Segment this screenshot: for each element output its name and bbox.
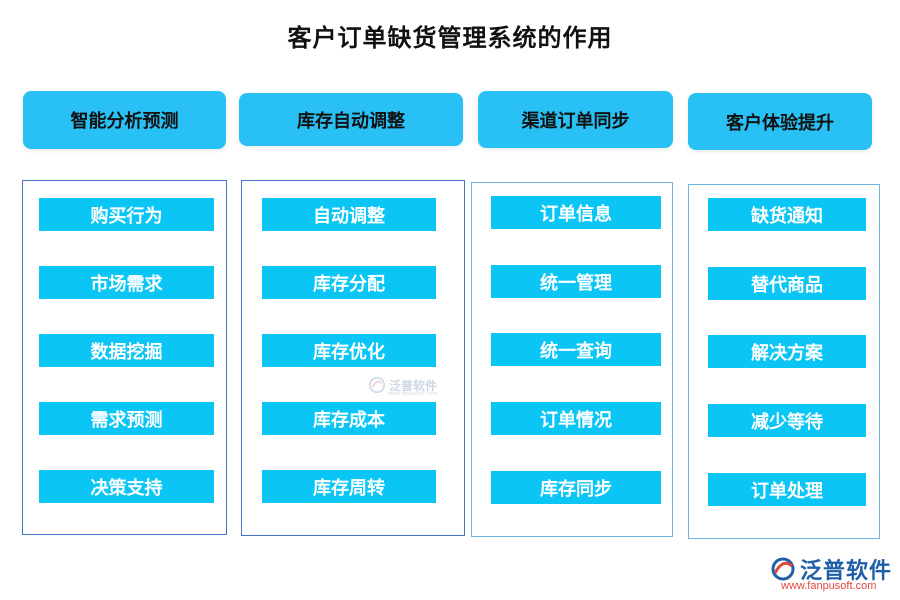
watermark-logo-icon: [368, 376, 386, 394]
item-demand-forecast: 需求预测: [39, 402, 214, 435]
item-decision-support: 决策支持: [39, 470, 214, 503]
brand-logo-icon: [771, 557, 795, 581]
item-reduce-waiting: 减少等待: [708, 404, 866, 437]
item-inventory-allocation: 库存分配: [262, 266, 436, 299]
header-channel-sync: 渠道订单同步: [478, 91, 673, 148]
item-order-info: 订单信息: [491, 196, 661, 229]
item-substitute-goods: 替代商品: [708, 267, 866, 300]
item-unified-query: 统一查询: [491, 333, 661, 366]
page-title: 客户订单缺货管理系统的作用: [287, 24, 613, 52]
item-unified-management: 统一管理: [491, 265, 661, 298]
item-data-mining: 数据挖掘: [39, 334, 214, 367]
item-inventory-sync: 库存同步: [491, 471, 661, 504]
header-smart-analysis: 智能分析预测: [23, 91, 226, 149]
item-purchase-behavior: 购买行为: [39, 198, 214, 231]
brand-logo: 泛普软件: [770, 553, 892, 585]
header-inventory-adjust: 库存自动调整: [239, 93, 463, 146]
brand-url: www.fanpusoft.com: [781, 580, 877, 592]
item-market-demand: 市场需求: [39, 266, 214, 299]
item-inventory-turnover: 库存周转: [262, 470, 436, 503]
header-customer-experience: 客户体验提升: [688, 93, 872, 150]
watermark: 泛普软件 www.fanpusoft.com: [368, 376, 438, 397]
item-inventory-cost: 库存成本: [262, 402, 436, 435]
item-stockout-notice: 缺货通知: [708, 198, 866, 231]
item-solution: 解决方案: [708, 335, 866, 368]
brand-name: 泛普软件: [800, 559, 893, 584]
watermark-sub: www.fanpusoft.com: [388, 391, 438, 397]
item-order-processing: 订单处理: [708, 473, 866, 506]
item-inventory-optimization: 库存优化: [262, 334, 436, 367]
watermark-text: 泛普软件: [389, 378, 438, 393]
item-order-status: 订单情况: [491, 402, 661, 435]
item-auto-adjust: 自动调整: [262, 198, 436, 231]
